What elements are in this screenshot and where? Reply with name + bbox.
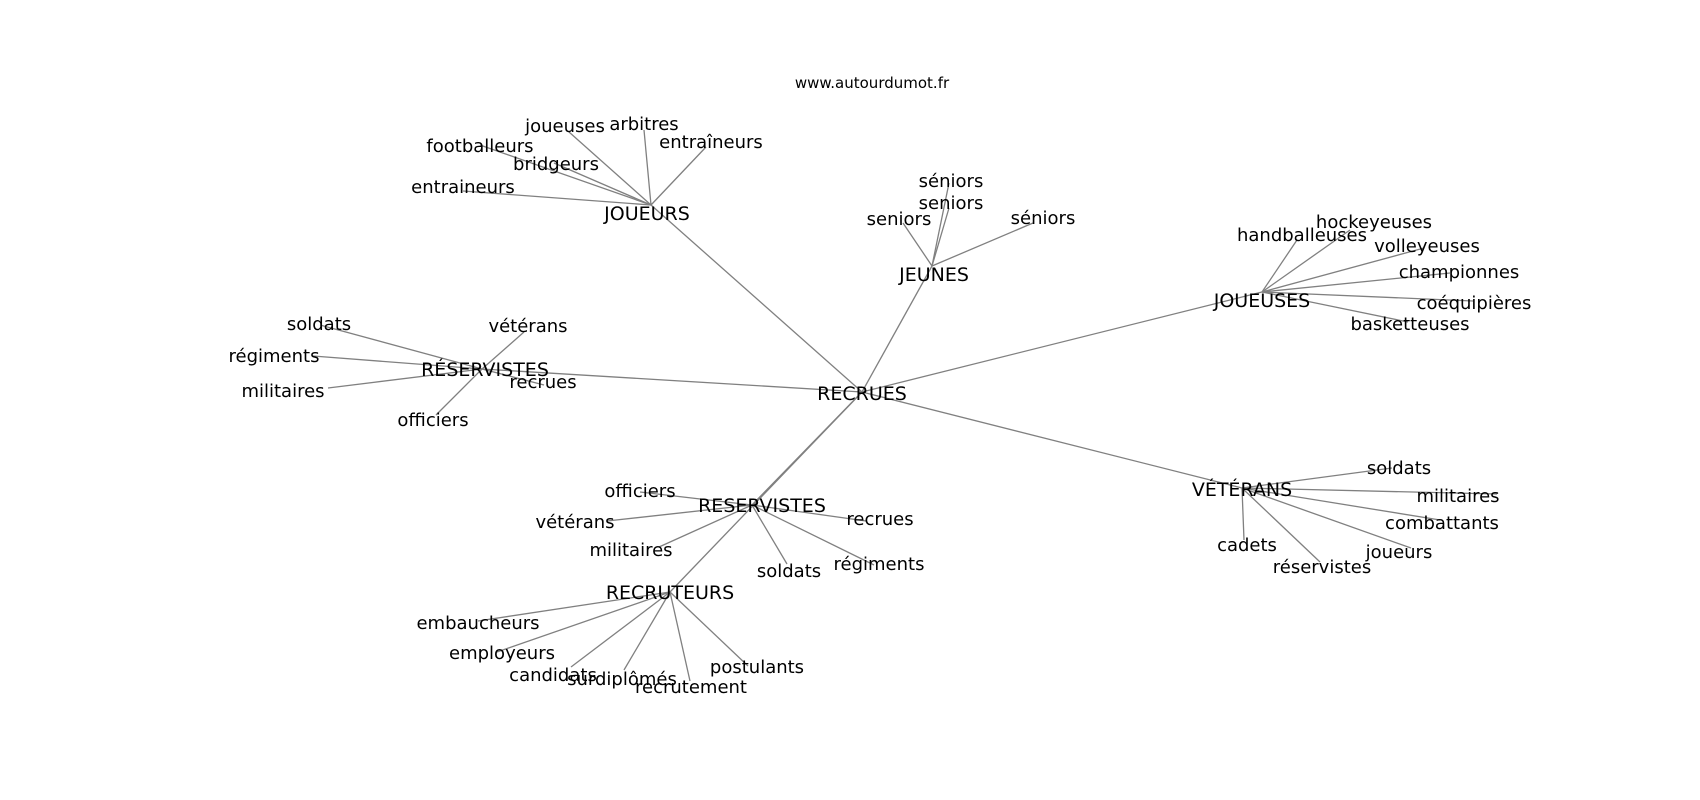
leaf-word[interactable]: régiments: [229, 346, 320, 367]
edge-hub-4-leaf-5: [751, 504, 875, 566]
leaf-word[interactable]: seniors: [919, 193, 984, 214]
leaf-word[interactable]: championnes: [1399, 262, 1520, 283]
leaf-word[interactable]: entraîneurs: [659, 132, 763, 153]
hub-word-2[interactable]: JOUEUSES: [1213, 290, 1311, 312]
edge-hub-4-leaf-2: [751, 504, 867, 522]
graph-edges: [312, 129, 1498, 682]
edge-hub-1-leaf-1: [931, 207, 950, 267]
leaf-word[interactable]: coéquipières: [1417, 293, 1532, 314]
hub-word-6[interactable]: RECRUTEURS: [606, 582, 734, 604]
leaf-word[interactable]: recrues: [509, 372, 576, 393]
edge-hub-4-leaf-0: [639, 491, 753, 506]
edge-hub-5-leaf-3: [1241, 487, 1412, 549]
edge-hub-0-leaf-3: [479, 144, 652, 206]
leaf-word[interactable]: recrutement: [635, 677, 747, 698]
edge-hub-6-leaf-2: [570, 591, 671, 668]
edge-hub-6-leaf-5: [669, 591, 749, 667]
leaf-word[interactable]: postulants: [710, 657, 804, 678]
edge-hub-3-leaf-5: [435, 368, 483, 416]
edge-hub-6-leaf-0: [477, 591, 671, 622]
leaf-word[interactable]: officiers: [397, 410, 468, 431]
leaf-word[interactable]: basketteuses: [1350, 314, 1469, 335]
edge-hub-0-leaf-5: [462, 190, 652, 206]
edge-hub-4-leaf-4: [751, 504, 788, 565]
leaf-word[interactable]: officiers: [604, 481, 675, 502]
edge-hub-2-leaf-5: [1261, 291, 1409, 323]
edge-hub-3-leaf-2: [312, 355, 483, 370]
edge-hub-1-leaf-2: [902, 222, 933, 267]
edge-hub-2-leaf-3: [1261, 272, 1451, 293]
hub-word-1[interactable]: JEUNES: [898, 264, 969, 286]
hub-word-3[interactable]: RÉSERVISTES: [421, 358, 549, 381]
leaf-word[interactable]: handballeuses: [1237, 225, 1367, 246]
edge-hub-3-leaf-1: [481, 331, 525, 370]
leaf-word[interactable]: embaucheurs: [416, 613, 539, 634]
edge-hub-0-leaf-2: [650, 146, 707, 206]
edge-hub-3-leaf-3: [327, 368, 483, 389]
edge-hub-5-leaf-5: [1241, 487, 1321, 563]
edge-hub-2-leaf-2: [1261, 247, 1425, 293]
edge-center-hub-6: [669, 391, 863, 593]
leaf-word[interactable]: surdiplômés: [567, 669, 677, 690]
edge-hub-3-leaf-4: [481, 368, 545, 386]
edge-hub-5-leaf-0: [1241, 467, 1393, 489]
edge-hub-2-leaf-0: [1261, 239, 1298, 293]
leaf-word[interactable]: militaires: [1416, 486, 1499, 507]
leaf-word[interactable]: bridgeurs: [513, 154, 599, 175]
hub-word-4[interactable]: RESERVISTES: [698, 495, 826, 517]
edge-hub-0-leaf-0: [568, 131, 652, 206]
leaf-word[interactable]: soldats: [287, 314, 351, 335]
edge-center-hub-1: [861, 265, 933, 393]
edge-hub-5-leaf-1: [1241, 487, 1498, 495]
edge-hub-5-leaf-4: [1241, 487, 1245, 541]
edge-hub-3-leaf-0: [319, 324, 483, 370]
leaf-word[interactable]: seniors: [867, 209, 932, 230]
leaf-word[interactable]: séniors: [919, 171, 984, 192]
center-word[interactable]: RECRUES: [817, 383, 907, 405]
source-url[interactable]: www.autourdumot.fr: [795, 74, 950, 92]
edge-hub-6-leaf-4: [669, 591, 691, 682]
edge-center-hub-5: [861, 391, 1243, 489]
leaf-word[interactable]: joueurs: [1365, 542, 1433, 563]
edge-center-hub-0: [650, 204, 863, 393]
leaf-word[interactable]: militaires: [241, 381, 324, 402]
edge-hub-0-leaf-1: [643, 129, 652, 206]
leaf-word[interactable]: hockeyeuses: [1316, 212, 1432, 233]
leaf-word[interactable]: soldats: [757, 561, 821, 582]
edge-hub-0-leaf-4: [553, 162, 652, 206]
edge-center-hub-3: [481, 368, 863, 393]
hub-word-0[interactable]: JOUEURS: [603, 203, 690, 225]
leaf-word[interactable]: séniors: [1011, 208, 1076, 229]
edge-hub-4-leaf-1: [606, 504, 753, 522]
leaf-word[interactable]: candidats: [509, 665, 597, 686]
leaf-word[interactable]: cadets: [1217, 535, 1277, 556]
edge-hub-5-leaf-2: [1241, 487, 1441, 521]
edge-hub-6-leaf-1: [496, 591, 671, 653]
leaf-word[interactable]: footballeurs: [426, 136, 533, 157]
edge-hub-1-leaf-3: [931, 222, 1034, 267]
leaf-word[interactable]: arbitres: [609, 114, 678, 135]
leaf-word[interactable]: réservistes: [1273, 557, 1371, 578]
edge-center-hub-2: [861, 291, 1263, 393]
edge-hub-6-leaf-3: [623, 591, 671, 671]
leaf-word[interactable]: militaires: [589, 540, 672, 561]
leaf-word[interactable]: joueuses: [524, 116, 605, 137]
leaf-word[interactable]: soldats: [1367, 458, 1431, 479]
edge-hub-4-leaf-3: [658, 504, 753, 548]
leaf-word[interactable]: employeurs: [449, 643, 555, 664]
leaf-word[interactable]: vétérans: [535, 512, 614, 533]
leaf-word[interactable]: recrues: [846, 509, 913, 530]
edge-hub-2-leaf-4: [1261, 291, 1474, 302]
edge-hub-2-leaf-1: [1261, 229, 1351, 293]
leaf-word[interactable]: régiments: [834, 554, 925, 575]
leaf-word[interactable]: volleyeuses: [1374, 236, 1480, 257]
hub-word-5[interactable]: VÉTÉRANS: [1192, 478, 1292, 501]
leaf-word[interactable]: combattants: [1385, 513, 1499, 534]
leaf-word[interactable]: entraineurs: [411, 177, 515, 198]
edge-hub-1-leaf-0: [931, 182, 950, 267]
leaf-word[interactable]: vétérans: [488, 316, 567, 337]
